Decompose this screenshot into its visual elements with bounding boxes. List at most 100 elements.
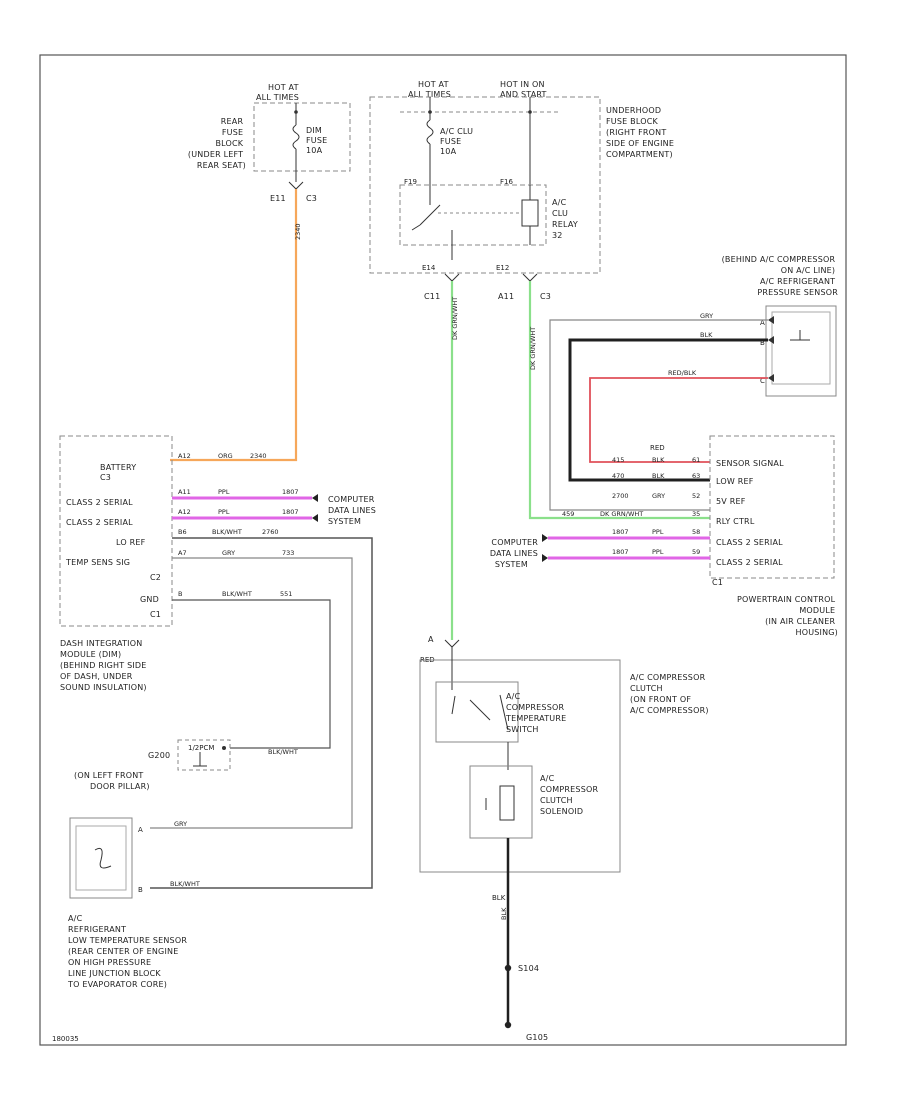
svg-text:59: 59 xyxy=(692,548,700,556)
relay-pin-b: F16 xyxy=(500,178,513,186)
svg-text:415: 415 xyxy=(612,456,624,464)
ps-pin-a: A xyxy=(760,319,765,327)
svg-text:A7: A7 xyxy=(178,549,187,557)
relay-pin-c: E14 xyxy=(422,264,436,272)
pcm-row-4: 1807 PPL 58 CLASS 2 SERIAL xyxy=(612,528,783,547)
wire-5vref-gray xyxy=(549,319,768,511)
temp-switch-box xyxy=(435,681,519,743)
svg-text:733: 733 xyxy=(282,549,294,557)
ps-pin-b: B xyxy=(760,339,765,347)
g200-wire-label: BLK/WHT xyxy=(268,748,298,756)
temp-switch-label: A/C COMPRESSOR TEMPERATURE SWITCH xyxy=(505,692,569,734)
diagram-frame xyxy=(39,54,847,1046)
relay-pin-a: F19 xyxy=(404,178,417,186)
dash-integration-module: BATTERY C3 CLASS 2 SERIAL CLASS 2 SERIAL… xyxy=(59,435,299,692)
svg-text:2700: 2700 xyxy=(612,492,629,500)
wire-battery-orange xyxy=(170,189,298,462)
svg-text:A12: A12 xyxy=(178,452,191,460)
clutch-wire-label: DK GRN/WHT xyxy=(451,297,459,340)
svg-text:GRY: GRY xyxy=(652,492,665,500)
svg-text:ORG: ORG xyxy=(218,452,233,460)
rear-fuse-block-label: REAR FUSE BLOCK (UNDER LEFT REAR SEAT) xyxy=(188,117,246,170)
svg-text:PPL: PPL xyxy=(218,508,230,516)
svg-text:58: 58 xyxy=(692,528,700,536)
dim-row-3-label: LO REF xyxy=(116,538,146,547)
ground-g105-label: G105 xyxy=(526,1033,548,1042)
svg-text:RLY CTRL: RLY CTRL xyxy=(716,517,755,526)
rear-fuse-connector: C3 xyxy=(306,194,317,203)
svg-text:63: 63 xyxy=(692,472,700,480)
svg-text:B: B xyxy=(178,590,182,598)
uh-conn-right-term: A11 xyxy=(498,292,514,301)
dim-row-4-label: TEMP SENS SIG xyxy=(65,558,130,567)
ps-pin-c: C xyxy=(760,377,765,385)
relay-ctrl-wire-label: DK GRN/WHT xyxy=(529,327,537,370)
svg-text:B6: B6 xyxy=(178,528,187,536)
dim-row-5-label: GND xyxy=(140,595,159,604)
svg-text:A11: A11 xyxy=(178,488,191,496)
svg-text:2340: 2340 xyxy=(250,452,267,460)
svg-text:1807: 1807 xyxy=(612,548,629,556)
uh-conn-left: C11 xyxy=(424,292,440,301)
svg-text:BLK/WHT: BLK/WHT xyxy=(212,528,242,536)
ac-clutch-label: A/C COMPRESSOR CLUTCH (ON FRONT OF A/C C… xyxy=(630,673,709,715)
low-temp-pin-a: A xyxy=(138,826,143,834)
diagram-id: 180035 xyxy=(52,1035,79,1043)
g200-tag: 1/2PCM xyxy=(188,744,214,752)
pcm-row-0: 415 BLK 61 SENSOR SIGNAL xyxy=(612,456,784,468)
svg-text:470: 470 xyxy=(612,472,624,480)
svg-text:1807: 1807 xyxy=(282,508,299,516)
low-temp-pin-b: B xyxy=(138,886,143,894)
pcm-red-label: RED xyxy=(650,444,665,452)
low-temp-sensor-label: A/C REFRIGERANT LOW TEMPERATURE SENSOR (… xyxy=(67,914,190,989)
underhood-fuse-block-label: UNDERHOOD FUSE BLOCK (RIGHT FRONT SIDE O… xyxy=(606,106,677,159)
pcm-row-3: 459 DK GRN/WHT 35 RLY CTRL xyxy=(562,510,755,526)
dim-row-0-label: BATTERY xyxy=(100,463,136,472)
svg-text:A12: A12 xyxy=(178,508,191,516)
pressure-sensor-label: (BEHIND A/C COMPRESSOR ON A/C LINE) A/C … xyxy=(722,255,839,297)
svg-text:DK GRN/WHT: DK GRN/WHT xyxy=(600,510,643,518)
clutch-blk-label: BLK xyxy=(492,894,506,902)
svg-text:5V REF: 5V REF xyxy=(716,497,746,506)
splice-s104 xyxy=(504,964,512,972)
ps-wire-1: GRY xyxy=(700,312,713,320)
svg-text:PPL: PPL xyxy=(218,488,230,496)
ac-clu-relay xyxy=(399,184,547,246)
pcm-row-5: 1807 PPL 59 CLASS 2 SERIAL xyxy=(612,548,783,567)
uh-conn-right: C3 xyxy=(540,292,551,301)
ps-wire-2: BLK xyxy=(700,331,713,339)
svg-text:SENSOR SIGNAL: SENSOR SIGNAL xyxy=(716,459,784,468)
svg-text:459: 459 xyxy=(562,510,574,518)
orange-wire-tag: 2340 xyxy=(294,223,302,240)
dim-conn-c1: C1 xyxy=(150,610,161,619)
dim-name-label: DASH INTEGRATION MODULE (DIM) (BEHIND RI… xyxy=(60,639,149,692)
clutch-solenoid-label: A/C COMPRESSOR CLUTCH SOLENOID xyxy=(540,774,601,816)
powertrain-control-module: RED 415 BLK 61 SENSOR SIGNAL 470 BLK 63 … xyxy=(562,435,838,637)
dim-conn-c2: C2 xyxy=(150,573,161,582)
ac-compressor-clutch: A RED A/C COMPRESSOR TEMPERATURE SWITCH … xyxy=(419,635,709,873)
splice-label: S104 xyxy=(518,964,539,973)
svg-text:551: 551 xyxy=(280,590,292,598)
ground-g200-label: G200 xyxy=(148,751,170,760)
svg-text:1807: 1807 xyxy=(612,528,629,536)
low-temp-wire-b: BLK/WHT xyxy=(170,880,200,888)
svg-text:1807: 1807 xyxy=(282,488,299,496)
ps-wire-3: RED/BLK xyxy=(668,369,697,377)
svg-text:CLASS 2 SERIAL: CLASS 2 SERIAL xyxy=(716,558,783,567)
pcm-connector: C1 xyxy=(712,578,723,587)
svg-text:2760: 2760 xyxy=(262,528,279,536)
wire-temp-sig xyxy=(150,557,353,829)
svg-text:LOW REF: LOW REF xyxy=(716,477,754,486)
svg-text:52: 52 xyxy=(692,492,700,500)
